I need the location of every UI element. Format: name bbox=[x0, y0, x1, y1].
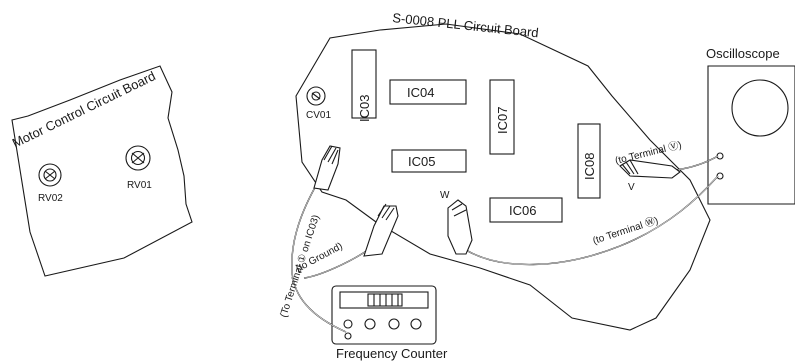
counter-knob-1-icon bbox=[364, 318, 376, 330]
svg-text:IC04: IC04 bbox=[407, 85, 434, 100]
ic06-chip: IC06 bbox=[489, 197, 563, 223]
svg-text:IC06: IC06 bbox=[509, 203, 536, 218]
probe-wires bbox=[291, 155, 719, 333]
frequency-counter-label: Frequency Counter bbox=[336, 346, 448, 361]
point-v-label: V bbox=[628, 182, 635, 193]
rv02-label: RV02 bbox=[38, 193, 63, 204]
pll-board: S-0008 PLL Circuit Board IC03 IC04 IC07 … bbox=[295, 10, 711, 331]
probe-ground bbox=[363, 203, 399, 257]
oscilloscope: Oscilloscope bbox=[706, 46, 795, 205]
counter-knob-3-icon bbox=[410, 318, 422, 330]
ic07-chip: IC07 bbox=[489, 79, 515, 155]
rv01-label: RV01 bbox=[127, 180, 152, 191]
to-terminal-1-label: (To Terminal ① on IC03) bbox=[278, 214, 322, 319]
rv01-trimmer bbox=[125, 145, 151, 171]
ic08-chip: IC08 bbox=[577, 123, 601, 199]
counter-display bbox=[367, 293, 403, 307]
motor-control-board: Motor Control Circuit Board RV02 RV01 bbox=[10, 65, 193, 277]
probe-v bbox=[619, 159, 681, 179]
ic03-chip: IC03 bbox=[351, 49, 377, 122]
svg-text:IC07: IC07 bbox=[495, 107, 510, 134]
counter-input-icon bbox=[343, 319, 353, 329]
oscilloscope-label: Oscilloscope bbox=[706, 46, 780, 61]
probe-w bbox=[447, 199, 473, 255]
probe-ic03 bbox=[313, 145, 341, 191]
svg-text:IC05: IC05 bbox=[408, 154, 435, 169]
cv01-trimmer bbox=[306, 86, 326, 106]
frequency-counter: Frequency Counter bbox=[331, 285, 448, 361]
ic05-chip: IC05 bbox=[391, 149, 467, 173]
svg-text:IC03: IC03 bbox=[357, 95, 372, 122]
ic04-chip: IC04 bbox=[389, 79, 467, 105]
rv02-trimmer bbox=[38, 163, 62, 187]
motor-board-outline bbox=[11, 65, 193, 277]
svg-text:IC08: IC08 bbox=[582, 153, 597, 180]
scope-terminal-w-icon bbox=[716, 172, 724, 180]
counter-knob-2-icon bbox=[388, 318, 400, 330]
point-w-label: W bbox=[440, 190, 450, 201]
oscilloscope-screen-icon bbox=[731, 79, 789, 137]
cv01-label: CV01 bbox=[306, 110, 331, 121]
